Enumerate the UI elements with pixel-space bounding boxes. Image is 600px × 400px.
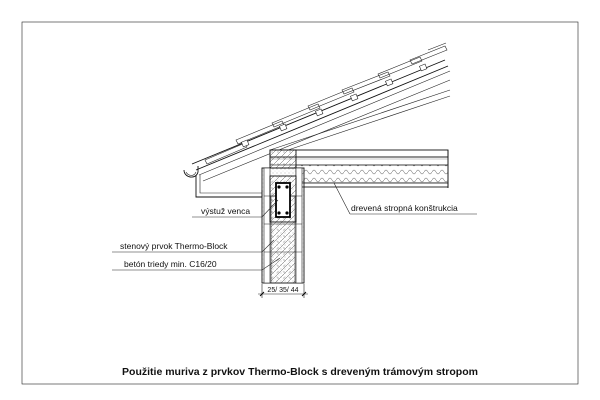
tile-battens: [241, 63, 428, 148]
label-wall-element: stenový prvok Thermo-Block: [120, 241, 228, 251]
fascia-board: [195, 175, 263, 198]
drawing-frame: [21, 21, 579, 385]
ring-beam: [269, 175, 297, 223]
label-wooden-ceiling: drevená stropná konštrukcia: [351, 203, 458, 213]
annotation-leaders: [112, 182, 477, 271]
label-concrete-class: betón triedy min. C16/20: [124, 259, 217, 269]
wall-thickness-value: 25/ 35/ 44: [267, 287, 298, 294]
drawing-caption: Použitie muriva z prvkov Thermo-Block s …: [122, 366, 478, 378]
label-ring-beam-reinforcement: výstuž venca: [201, 206, 250, 216]
rebar-stirrup: [275, 182, 291, 218]
roof-tiles: [204, 42, 448, 165]
roof-assembly: [183, 42, 451, 198]
eaves-gutter: [183, 166, 199, 178]
wall-thickness-dimension: 25/ 35/ 44: [258, 284, 308, 298]
thermo-block-wall: [261, 149, 305, 284]
